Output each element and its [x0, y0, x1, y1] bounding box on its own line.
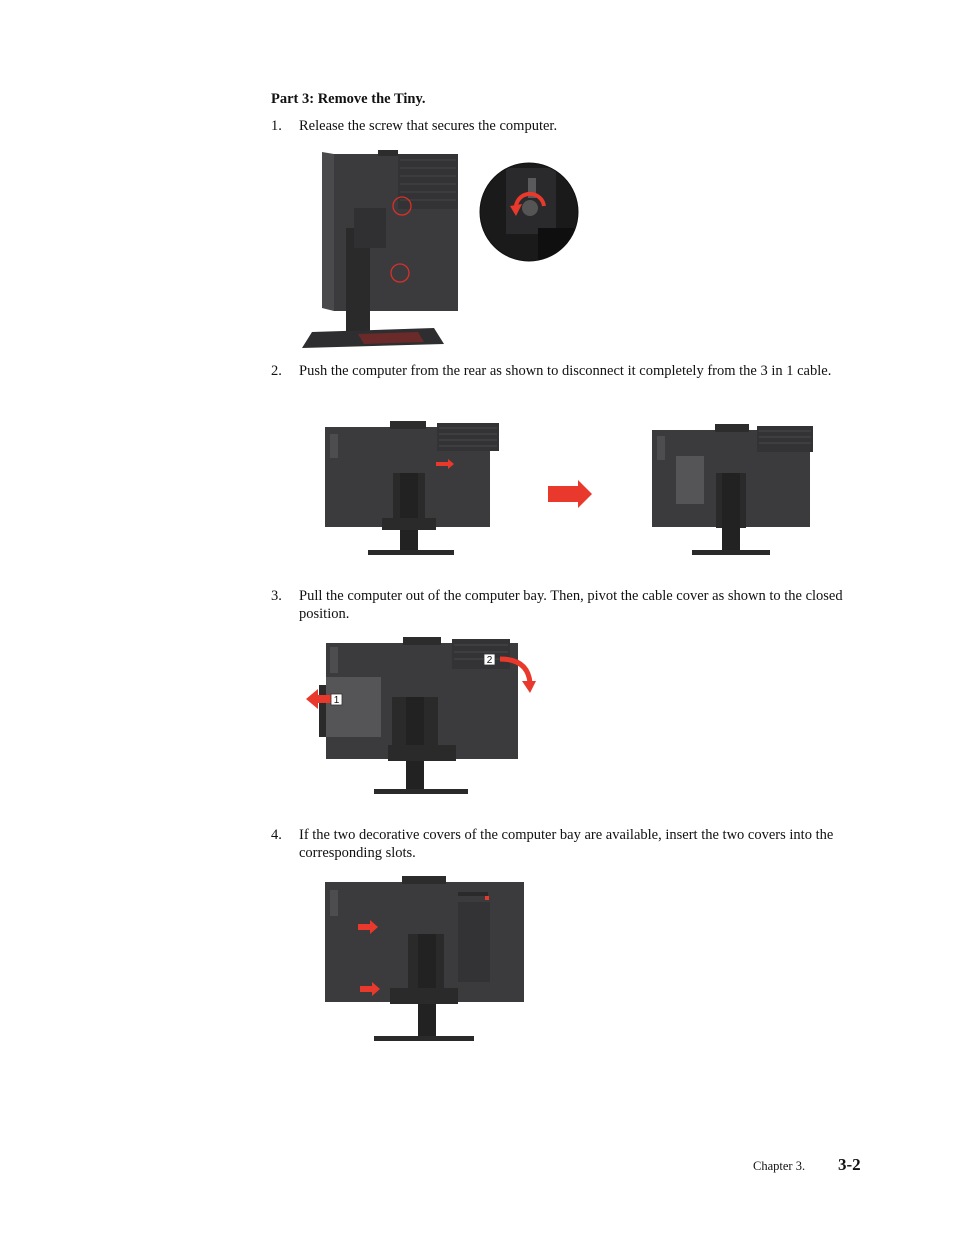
figure-pull-computer: 1 2: [306, 637, 536, 794]
callout-label-2: 2: [487, 655, 493, 666]
step-number: 1.: [271, 118, 282, 134]
insert-arrow-top-icon: [358, 920, 378, 934]
insert-arrow-bottom-icon: [360, 982, 380, 996]
figure-push-computer: [325, 421, 813, 555]
monitor-side-view: [302, 150, 458, 348]
step-text: Pull the computer out of the computer ba…: [299, 588, 843, 622]
transition-arrow-icon: [548, 480, 592, 508]
pivot-arrow-icon: [499, 656, 533, 684]
step-number: 4.: [271, 827, 282, 843]
step-text: If the two decorative covers of the comp…: [299, 827, 834, 861]
monitor-rear-before: [325, 421, 499, 555]
callout-box-2: [483, 653, 496, 666]
figure-release-screw: [302, 150, 579, 348]
footer-page-number: 3-2: [838, 1155, 861, 1174]
push-arrow-small-icon: [436, 459, 454, 469]
section-heading: Part 3: Remove the Tiny.: [271, 91, 426, 107]
callout-label-1: 1: [334, 695, 340, 706]
step-text: Release the screw that secures the compu…: [299, 118, 558, 134]
footer-chapter: Chapter 3.: [753, 1159, 806, 1173]
screw-zoom-circle: [479, 162, 579, 262]
step-number: 3.: [271, 588, 282, 604]
figure-insert-covers: [325, 876, 524, 1041]
callout-box-1: [330, 693, 343, 706]
step-text: Push the computer from the rear as shown…: [299, 363, 832, 379]
screw-circle-bottom: [390, 263, 410, 283]
screw-circle-top: [392, 196, 412, 216]
pull-arrow-icon: [306, 689, 334, 709]
rotate-arrow-icon: [513, 191, 546, 211]
monitor-rear-after: [652, 424, 813, 555]
step-number: 2.: [271, 363, 282, 379]
